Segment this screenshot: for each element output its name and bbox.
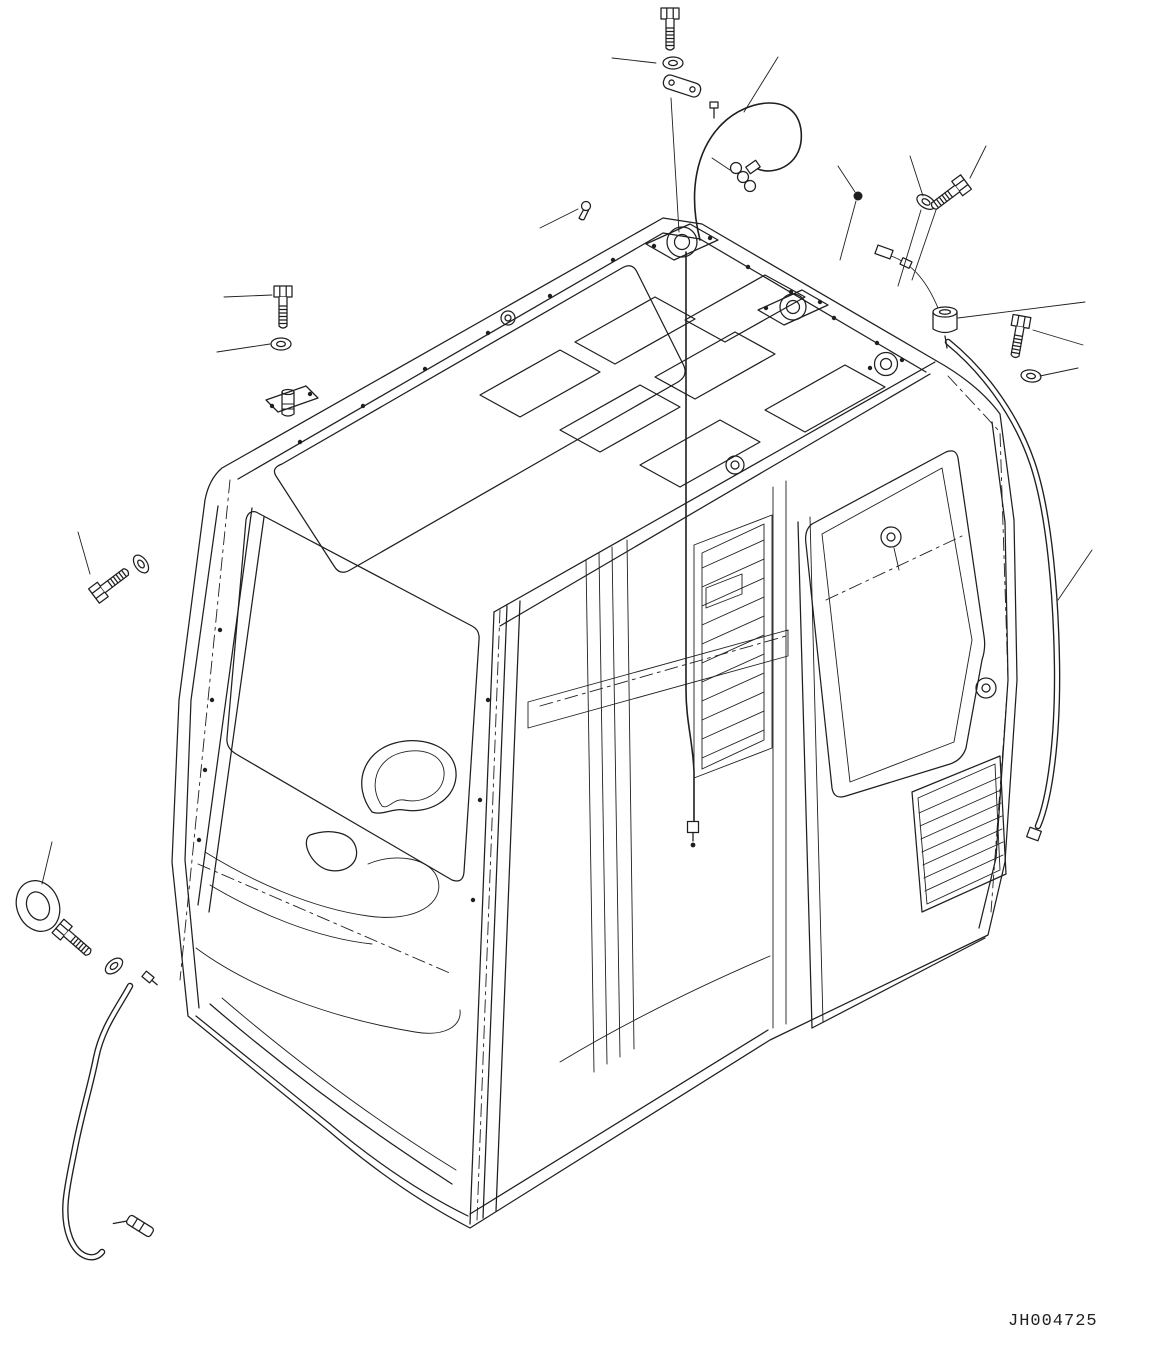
roof-antenna-mounts	[500, 223, 905, 475]
cable-connector-right	[1026, 826, 1042, 842]
washer-lower-left	[101, 954, 127, 978]
door-vent-grille	[911, 755, 1007, 913]
cab-interior-details	[527, 480, 789, 1073]
hex-bolt-left	[87, 562, 134, 604]
washer-top	[662, 56, 684, 70]
corner-stud-bracket	[265, 385, 319, 417]
hex-bolt-right	[1005, 313, 1032, 360]
bolt-dots	[196, 257, 880, 903]
cable-connector-drop	[686, 820, 700, 848]
roof-harness-short	[874, 244, 939, 309]
cable-connector-top	[745, 159, 761, 175]
skylight-glass	[273, 265, 686, 573]
harness-connector-roof	[874, 244, 894, 260]
washer-left	[129, 551, 153, 577]
screw-roof-front	[578, 200, 592, 221]
harness-connector	[112, 1214, 155, 1238]
hex-bolt-lower-left	[51, 918, 97, 961]
hardware-callouts	[15, 7, 1043, 986]
grommet-bushing	[15, 880, 61, 932]
antenna-cable-drop	[685, 251, 700, 848]
machine-screw-top	[709, 101, 719, 119]
washer-right	[1019, 368, 1043, 384]
washer-left-top	[270, 337, 292, 351]
cab-outline	[171, 217, 1018, 1229]
hex-bolt-left-top	[273, 285, 293, 329]
centerlines	[179, 375, 1009, 1221]
harness-connector-roof-2	[899, 257, 913, 269]
right-door	[797, 450, 997, 1029]
leader-lines	[41, 56, 1093, 885]
left-face-details	[195, 740, 461, 1185]
figure-id-label: JH004725	[1008, 1312, 1098, 1331]
spring-pin	[729, 161, 757, 193]
mount-bracket-plate	[662, 74, 702, 98]
windshield-glass	[226, 511, 480, 882]
hex-bolt-top	[660, 7, 680, 51]
antenna-cable-right	[944, 338, 1061, 842]
hex-bolt-right-top	[926, 174, 973, 216]
harness-cable-lower-left	[62, 982, 155, 1261]
antenna-cable-top	[693, 102, 803, 241]
ball-pin	[853, 191, 863, 201]
connector-lower-left	[141, 970, 158, 986]
roof-hatch-panels	[479, 274, 886, 488]
cap-nut	[932, 306, 958, 349]
